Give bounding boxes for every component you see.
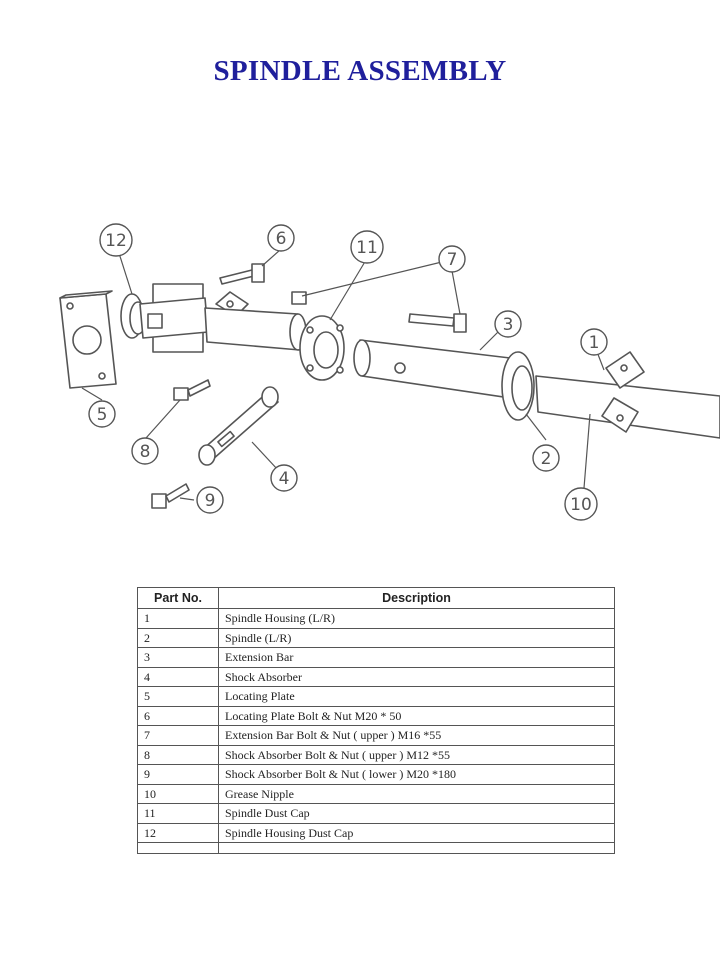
callout-8: 8 <box>140 442 151 462</box>
locating-plate-bolt-part <box>219 263 265 285</box>
callout-circle-7 <box>438 245 466 273</box>
table-spacer-row <box>137 842 615 854</box>
description-cell: Spindle Housing Dust Cap <box>218 822 615 843</box>
description-cell: Extension Bar <box>218 647 615 668</box>
callout-12: 12 <box>105 231 127 251</box>
locating-plate-part <box>59 290 117 389</box>
callout-circle-4 <box>270 464 298 492</box>
description-cell: Shock Absorber Bolt & Nut ( upper ) M12 … <box>218 744 615 765</box>
callout-4: 4 <box>279 469 290 489</box>
part-no-cell: 1 <box>137 608 219 629</box>
callout-circle-8 <box>131 437 159 465</box>
shock-absorber-part <box>198 386 279 466</box>
callout-10: 10 <box>570 495 592 515</box>
callout-circle-9 <box>196 486 224 514</box>
callout-3: 3 <box>503 315 514 335</box>
part-no-cell: 2 <box>137 627 219 648</box>
description-cell: Locating Plate Bolt & Nut M20 * 50 <box>218 705 615 726</box>
callout-circle-11 <box>350 230 384 264</box>
description-cell: Spindle Housing (L/R) <box>218 608 615 629</box>
callout-circle-3 <box>494 310 522 338</box>
callout-7: 7 <box>447 250 458 270</box>
callout-5: 5 <box>97 405 108 425</box>
shock-absorber-lower-bolt-part <box>151 483 190 509</box>
description-cell: Locating Plate <box>218 686 615 707</box>
callout-circle-12 <box>99 223 133 257</box>
part-no-cell: 7 <box>137 725 219 746</box>
spindle-dust-cap-part <box>299 315 345 381</box>
spindle-housing-rear-part <box>139 283 307 353</box>
description-cell: Grease Nipple <box>218 783 615 804</box>
part-no-cell: 5 <box>137 686 219 707</box>
description-cell: Shock Absorber Bolt & Nut ( lower ) M20 … <box>218 764 615 785</box>
callout-circle-1 <box>580 328 608 356</box>
part-no-cell: 3 <box>137 647 219 668</box>
extension-bar-part <box>353 339 511 399</box>
part-no-cell: 11 <box>137 803 219 824</box>
callout-11: 11 <box>356 238 378 258</box>
callout-circle-6 <box>267 224 295 252</box>
exploded-view-drawing: 1 2 3 4 5 6 7 8 9 10 11 12 <box>59 223 720 521</box>
page-title: SPINDLE ASSEMBLY <box>213 55 507 87</box>
callout-9: 9 <box>205 491 216 511</box>
part-no-cell: 8 <box>137 744 219 765</box>
shock-absorber-upper-bolt-part <box>173 379 211 401</box>
header-part-no: Part No. <box>137 587 219 609</box>
callout-circle-10 <box>564 487 598 521</box>
spindle-housing-part <box>535 351 720 439</box>
description-cell: Extension Bar Bolt & Nut ( upper ) M16 *… <box>218 725 615 746</box>
callout-circle-5 <box>88 400 116 428</box>
callout-circle-2 <box>532 444 560 472</box>
part-no-cell: 9 <box>137 764 219 785</box>
spindle-ring-part <box>501 351 535 421</box>
part-no-cell: 4 <box>137 666 219 687</box>
table-header-row: Part No. Description <box>137 587 615 609</box>
extension-bar-bolt-part <box>291 291 467 333</box>
description-cell: Spindle (L/R) <box>218 627 615 648</box>
part-no-cell: 10 <box>137 783 219 804</box>
header-description: Description <box>218 587 615 609</box>
part-no-cell: 6 <box>137 705 219 726</box>
description-cell: Spindle Dust Cap <box>218 803 615 824</box>
callout-1: 1 <box>589 333 600 353</box>
callout-2: 2 <box>541 449 552 469</box>
spindle-exploded-diagram: 1 2 3 4 5 6 7 8 9 10 11 12 <box>40 200 720 540</box>
callout-6: 6 <box>276 229 287 249</box>
part-no-cell: 12 <box>137 822 219 843</box>
description-cell: Shock Absorber <box>218 666 615 687</box>
